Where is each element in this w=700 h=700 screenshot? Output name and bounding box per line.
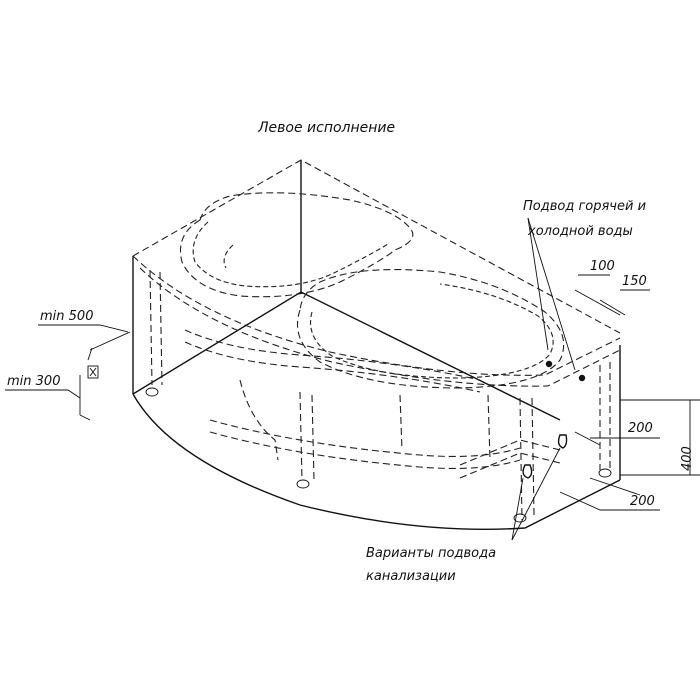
dimension-lines <box>5 274 700 511</box>
water-supply-fittings <box>545 360 586 382</box>
drain-outlets <box>522 434 568 479</box>
dimension-min300: min 300 <box>7 374 60 389</box>
water-supply-label-line2: холодной воды <box>527 224 633 239</box>
outer-frame <box>132 160 621 531</box>
drain-label-line2: канализации <box>366 569 456 584</box>
dimension-min500: min 500 <box>40 309 93 324</box>
dimension-150: 150 <box>622 274 647 289</box>
dimension-100: 100 <box>590 259 615 274</box>
top-frame-dashed <box>132 159 621 387</box>
wall-outlet-icon <box>87 365 99 379</box>
dimension-200-lower: 200 <box>630 494 655 509</box>
water-supply-label-line1: Подвод горячей и <box>523 199 646 214</box>
dimension-200-upper: 200 <box>628 421 653 436</box>
title: Левое исполнение <box>257 120 395 136</box>
support-frame <box>149 269 611 521</box>
dimension-400: 400 <box>680 446 695 471</box>
drain-label-line1: Варианты подвода <box>366 546 496 561</box>
leg-feet <box>145 387 612 523</box>
leader-lines <box>511 217 576 541</box>
